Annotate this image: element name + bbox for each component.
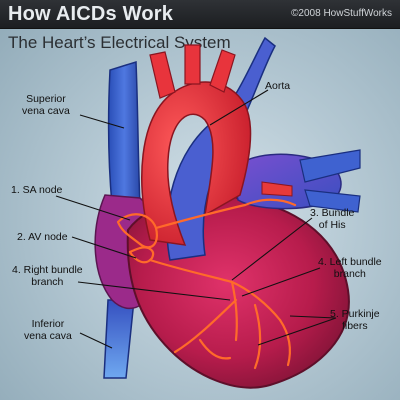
pulmonary-veins-shape — [299, 149, 361, 213]
label-right-bundle-branch-line1: 4. Right bundle — [12, 264, 83, 276]
leader-lines — [55, 89, 337, 349]
label-superior-vena-cava-line1: Superior — [26, 93, 66, 105]
label-purkinje-fibers-line2: fibers — [341, 320, 368, 332]
diagram-title: The Heart’s Electrical System — [8, 33, 231, 52]
label-right-bundle-branch: 4. Right bundle branch — [12, 264, 83, 288]
label-left-bundle-branch-line2: branch — [333, 268, 366, 280]
label-inferior-vena-cava-line1: Inferior — [31, 318, 65, 330]
aortic-branches-shape — [149, 44, 236, 99]
copyright-notice: ©2008 HowStuffWorks — [291, 8, 392, 19]
label-bundle-of-his: 3. Bundle of His — [310, 207, 354, 231]
label-purkinje-fibers-line1: 5. Purkinje — [330, 308, 380, 320]
brand-title: How AICDs Work — [8, 3, 174, 25]
label-sa-node: 1. SA node — [11, 184, 63, 196]
label-left-bundle-branch: 4. Left bundle branch — [318, 256, 382, 280]
label-bundle-of-his-line2: of His — [318, 219, 346, 231]
header-bar: How AICDs Work ©2008 HowStuffWorks — [0, 0, 400, 29]
label-inferior-vena-cava-line2: vena cava — [24, 330, 72, 342]
label-superior-vena-cava: Superior vena cava — [22, 93, 70, 117]
small-vessel-shape — [261, 181, 293, 197]
label-superior-vena-cava-line2: vena cava — [22, 105, 70, 117]
label-av-node: 2. AV node — [17, 231, 68, 243]
label-purkinje-fibers: 5. Purkinje fibers — [330, 308, 380, 332]
label-bundle-of-his-line1: 3. Bundle — [310, 207, 355, 219]
aorta-shape — [141, 81, 252, 246]
label-aorta: Aorta — [265, 80, 291, 92]
superior-vena-cava-shape — [107, 60, 141, 206]
label-right-bundle-branch-line2: branch — [31, 276, 64, 288]
inferior-vena-cava-shape — [103, 299, 135, 379]
label-left-bundle-branch-line1: 4. Left bundle — [318, 256, 382, 268]
conduction-path — [116, 198, 297, 370]
label-inferior-vena-cava: Inferior vena cava — [24, 318, 72, 342]
